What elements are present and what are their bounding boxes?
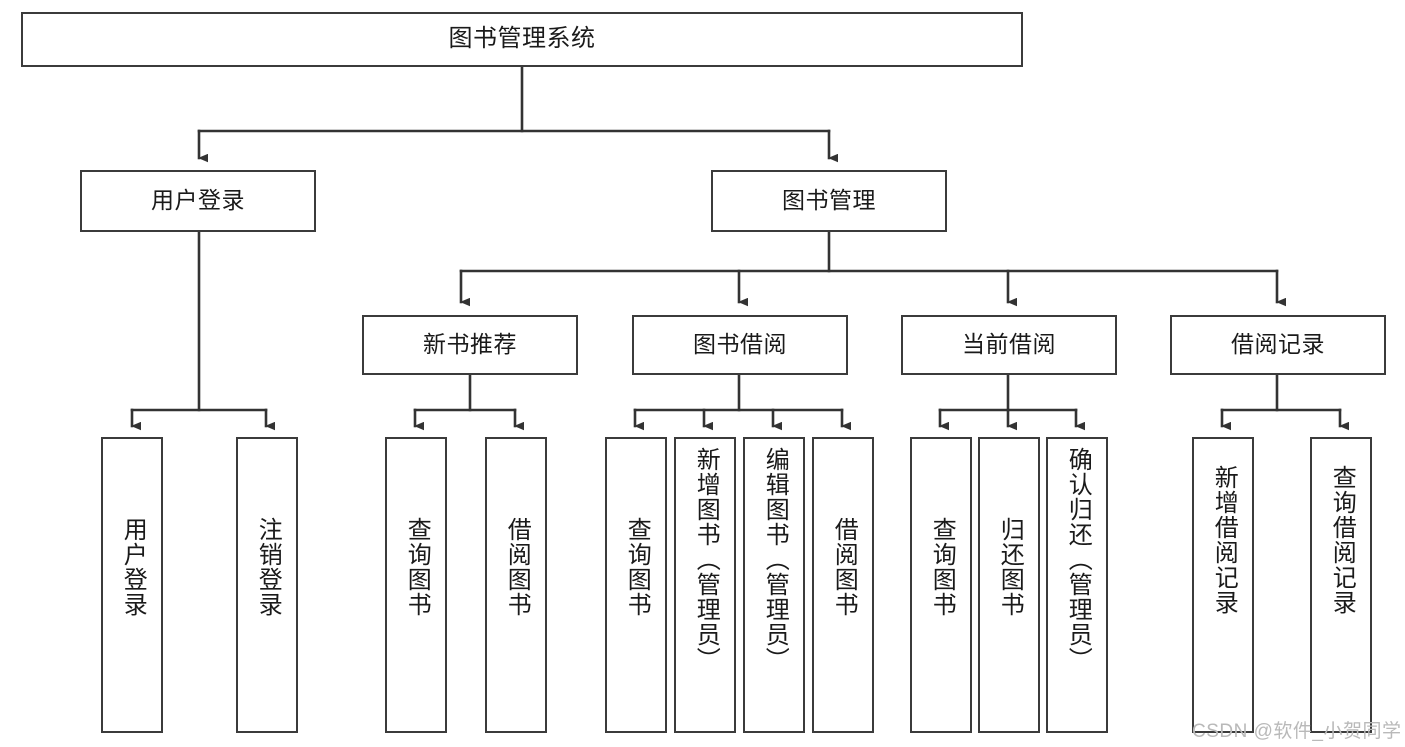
- node-label: 查询图书: [403, 517, 431, 617]
- node-label: 借阅记录: [1231, 331, 1325, 358]
- node-label: 借阅图书: [830, 517, 858, 617]
- node-label: 新增图书（管理员）: [692, 447, 720, 672]
- node-label: 查询图书: [623, 517, 651, 617]
- node-label: 确认归还（管理员）: [1064, 447, 1092, 672]
- node-root-book-management-system[interactable]: 图书管理系统: [21, 12, 1023, 67]
- node-label: 借阅图书: [503, 517, 531, 617]
- node-label: 新增借阅记录: [1210, 465, 1238, 615]
- node-label: 注销登录: [254, 517, 282, 617]
- leaf-logout[interactable]: 注销登录: [236, 437, 298, 733]
- node-label: 归还图书: [996, 517, 1024, 617]
- leaf-query-book-newbook[interactable]: 查询图书: [385, 437, 447, 733]
- leaf-add-borrow-record[interactable]: 新增借阅记录: [1192, 437, 1254, 733]
- node-label: 用户登录: [151, 187, 245, 214]
- node-label: 查询图书: [928, 517, 956, 617]
- leaf-add-book-admin[interactable]: 新增图书（管理员）: [674, 437, 736, 733]
- leaf-confirm-return-admin[interactable]: 确认归还（管理员）: [1046, 437, 1108, 733]
- leaf-query-book-current[interactable]: 查询图书: [910, 437, 972, 733]
- node-user-login[interactable]: 用户登录: [80, 170, 316, 232]
- node-label: 用户登录: [119, 517, 147, 617]
- node-borrow-record[interactable]: 借阅记录: [1170, 315, 1386, 375]
- node-label: 当前借阅: [962, 331, 1056, 358]
- node-label: 查询借阅记录: [1328, 465, 1356, 615]
- leaf-edit-book-admin[interactable]: 编辑图书（管理员）: [743, 437, 805, 733]
- node-book-borrow[interactable]: 图书借阅: [632, 315, 848, 375]
- node-label: 编辑图书（管理员）: [761, 447, 789, 672]
- node-book-management[interactable]: 图书管理: [711, 170, 947, 232]
- leaf-query-book-borrow[interactable]: 查询图书: [605, 437, 667, 733]
- node-label: 图书管理系统: [448, 25, 596, 53]
- leaf-borrow-book-newbook[interactable]: 借阅图书: [485, 437, 547, 733]
- node-label: 图书借阅: [693, 331, 787, 358]
- node-label: 新书推荐: [423, 331, 517, 358]
- node-current-borrow[interactable]: 当前借阅: [901, 315, 1117, 375]
- node-label: 图书管理: [782, 187, 876, 214]
- leaf-borrow-book-borrow[interactable]: 借阅图书: [812, 437, 874, 733]
- leaf-user-login[interactable]: 用户登录: [101, 437, 163, 733]
- leaf-query-borrow-record[interactable]: 查询借阅记录: [1310, 437, 1372, 733]
- node-new-book-recommendation[interactable]: 新书推荐: [362, 315, 578, 375]
- leaf-return-book[interactable]: 归还图书: [978, 437, 1040, 733]
